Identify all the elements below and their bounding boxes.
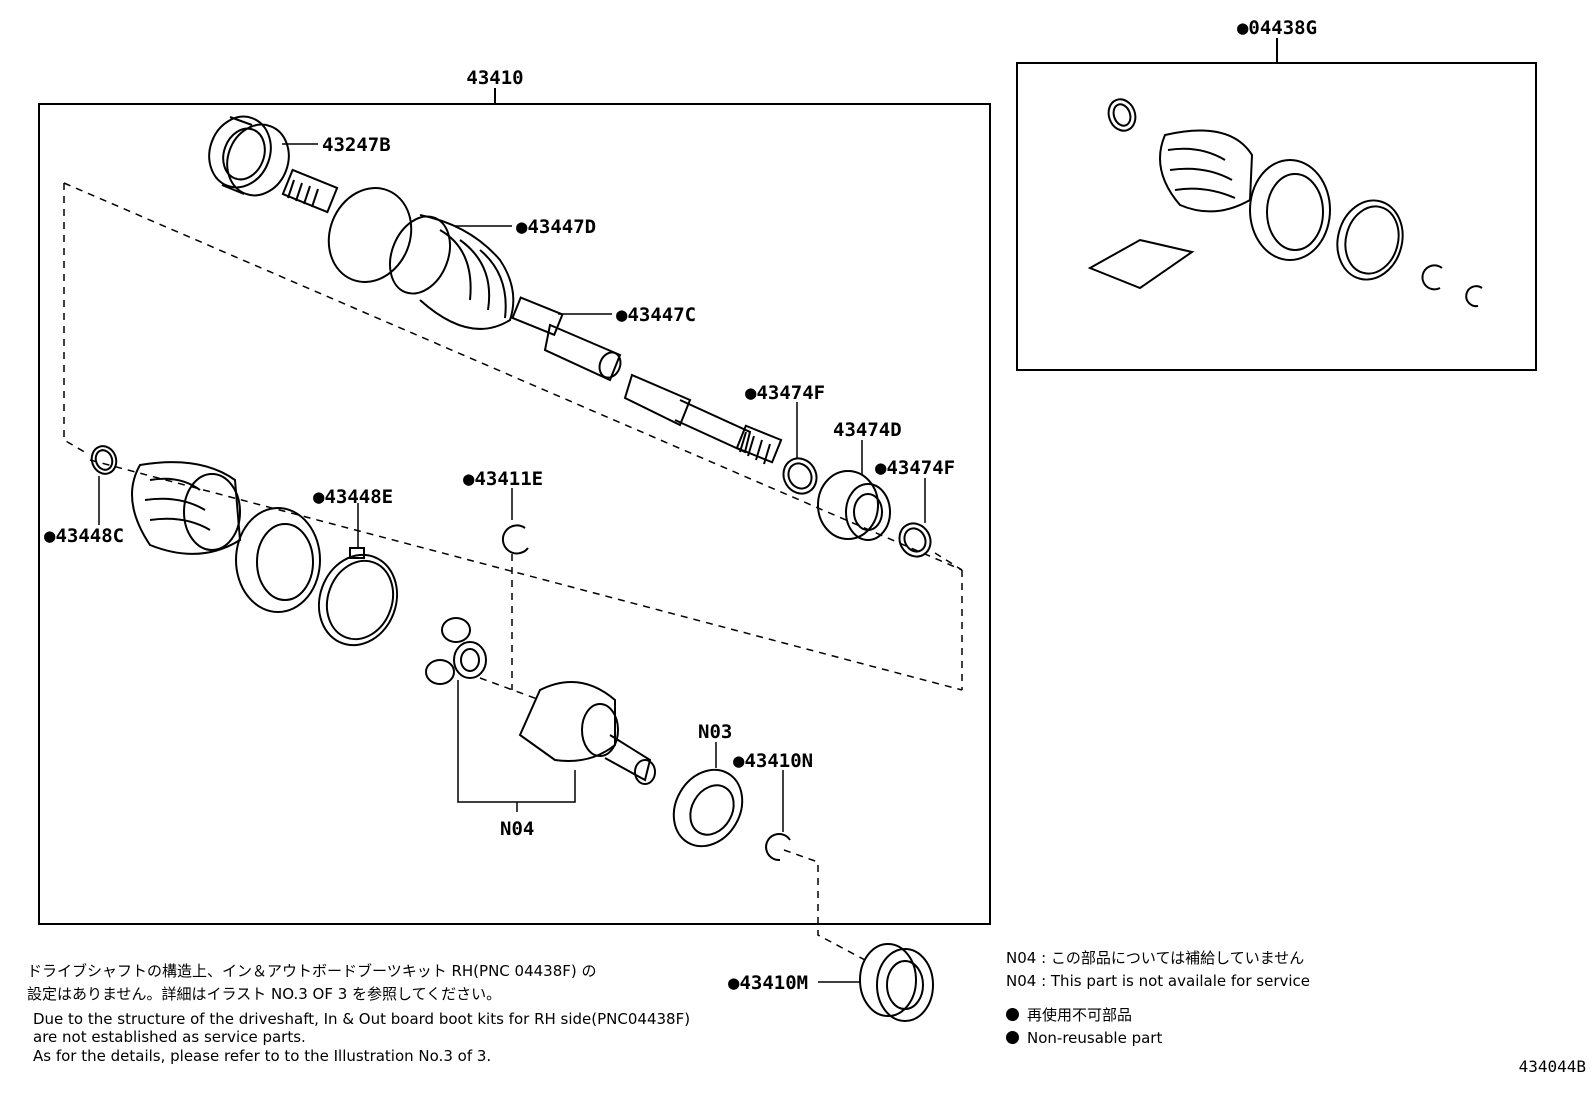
label-N03: N03 [698, 721, 732, 743]
label-N04: N04 [500, 818, 534, 840]
non-reusable-dot-icon [1006, 1031, 1019, 1044]
note-en-line3: As for the details, please refer to to t… [33, 1047, 492, 1065]
bearing-43410M [859, 943, 934, 1022]
note-en-line1: Due to the structure of the driveshaft, … [33, 1010, 691, 1028]
assembly-frame [38, 103, 991, 925]
snapring-43410N [765, 833, 791, 862]
label-43411E: ●43411E [463, 468, 543, 490]
inner-housing-N04 [518, 681, 656, 785]
seal-N03 [672, 768, 744, 848]
legend-dot-en: Non-reusable part [1006, 1029, 1162, 1047]
inboard-boot [131, 461, 242, 555]
kit-contents [1087, 98, 1483, 308]
note-jp-line2: 設定はありません。詳細はイラスト NO.3 OF 3 を参照してください。 [27, 985, 502, 1003]
snapring-43411E [501, 524, 529, 555]
outboard-joint-shaft [281, 168, 783, 465]
label-43447C: ●43447C [616, 304, 696, 326]
label-43448E: ●43448E [313, 486, 393, 508]
clamp-43448C [90, 445, 118, 475]
damper-43474D [817, 470, 891, 541]
legend-n04-en: N04 : This part is not availale for serv… [1006, 972, 1311, 990]
assembly-label: 43410 [466, 67, 523, 89]
label-43474F-a: ●43474F [745, 382, 825, 404]
note-jp-line1: ドライブシャフトの構造上、イン＆アウトボードブーツキット RH(PNC 0443… [27, 962, 597, 980]
tripod-N04 [425, 617, 487, 685]
legend-dot-jp-text: 再使用不可部品 [1027, 1006, 1133, 1024]
label-43410M: ●43410M [728, 972, 808, 994]
housing-ring [235, 507, 321, 613]
ring-43474F-b [898, 522, 932, 558]
clamp-43448E [317, 547, 399, 647]
seal-43247B [208, 115, 290, 197]
diagram-id: 434044B [1519, 1057, 1586, 1076]
note-en-line2: are not established as service parts. [33, 1028, 306, 1046]
legend-dot-en-text: Non-reusable part [1027, 1029, 1163, 1047]
guide-dashed-lines [63, 182, 963, 961]
label-43447D: ●43447D [516, 216, 596, 238]
label-43410N: ●43410N [733, 750, 813, 772]
label-43474F-b: ●43474F [875, 457, 955, 479]
non-reusable-dot-icon [1006, 1008, 1019, 1021]
legend-dot-jp: 再使用不可部品 [1006, 1004, 1132, 1025]
kit-label: ●04438G [1237, 17, 1317, 39]
kit-frame [1016, 62, 1537, 371]
ring-43474F-a [782, 457, 818, 495]
label-43474D: 43474D [833, 419, 902, 441]
label-43247B: 43247B [322, 134, 391, 156]
legend-n04-jp: N04 : この部品については補給していません [1006, 949, 1305, 967]
label-43448C: ●43448C [44, 525, 124, 547]
